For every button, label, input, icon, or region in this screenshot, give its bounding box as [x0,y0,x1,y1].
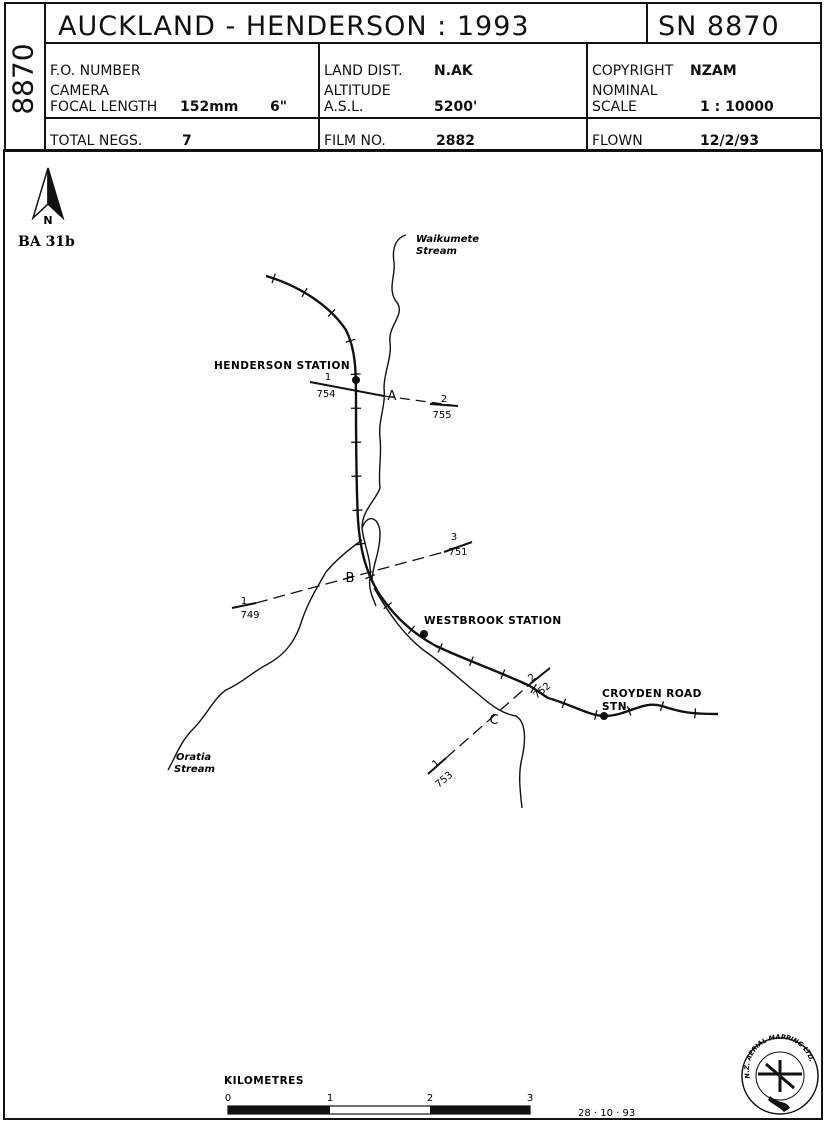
company-logo: N.Z. AERIAL MAPPING LTD. [741,1033,819,1115]
railway-tick [355,542,366,546]
oratia-label-2: Stream [174,764,215,775]
run-c-letter: C [489,713,498,728]
north-arrow-icon: N [31,167,65,227]
westbrook-station-marker [420,630,428,638]
scale-label: SCALE [592,99,637,115]
fo-number-label: F.O. NUMBER [50,63,141,79]
header-table: 8870 AUCKLAND - HENDERSON : 1993 SN 8870… [4,2,822,152]
divider [318,42,320,150]
total-negs-label: TOTAL NEGS. [50,133,143,149]
railway-tick [301,287,308,298]
waikumete-label-2: Stream [416,246,457,257]
sheet-number: SN 8870 [658,11,780,42]
railway-tick [383,602,392,610]
run-c-start-frame: 753 [434,770,456,791]
run-b-start-num: 1 [241,596,247,607]
film-no-value: 2882 [436,133,475,149]
map-frame [3,149,823,1120]
divider [586,42,588,150]
film-no-label: FILM NO. [324,133,386,149]
run-b-letter: B [346,571,355,586]
railway-tick [626,705,632,716]
croyden-station-label: CROYDEN ROAD [602,688,702,700]
run-b-end-frame: 751 [448,547,467,558]
copyright-label: COPYRIGHT [592,63,674,79]
copyright-value: NZAM [690,63,737,79]
oratia-stream [167,539,363,771]
railway-tick [468,656,474,667]
railway-tick [594,709,598,720]
railway-line [265,274,719,718]
flight-run-a: A 1 754 2 755 [309,372,459,421]
railway-tick [345,338,356,343]
sheet-reference: BA 31b [18,234,75,250]
scale-date: 28 · 10 · 93 [578,1108,635,1119]
westbrook-station-label: WESTBROOK STATION [424,615,562,627]
focal-length-inches: 6" [270,99,288,115]
railway-tick [407,625,416,635]
run-c-start-num: 1 [430,758,442,771]
railway-tick [365,574,375,580]
croyden-station-label-2: STN. [602,701,632,713]
railway-tick [437,643,443,653]
run-b-start-frame: 749 [240,610,259,621]
railway-ticks [271,273,697,720]
scale-value: 1 : 10000 [700,99,774,115]
focal-length-label: FOCAL LENGTH [50,99,158,115]
altitude-value: 5200' [434,99,478,115]
flown-value: 12/2/93 [700,133,759,149]
divider [44,4,46,150]
flown-label: FLOWN [592,133,643,149]
scale-tick-2: 2 [427,1093,433,1104]
run-a-start-frame: 754 [316,389,335,400]
focal-length-value: 152mm [180,99,239,115]
north-label: N [43,214,52,227]
scale-bar: KILOMETRES 0 1 2 3 28 · 10 · 93 [224,1075,635,1119]
railway-tick [561,698,567,709]
railway-tick [327,308,336,317]
divider [646,4,648,44]
altitude-label: ALTITUDE [324,83,391,99]
railway-tick [659,701,665,711]
run-a-start-num: 1 [325,372,331,383]
henderson-station-label: HENDERSON STATION [214,360,350,372]
railway-tick [271,273,276,284]
lower-stream [373,587,526,809]
henderson-station-marker [352,376,360,384]
scale-tick-1: 1 [327,1093,333,1104]
run-a-end-num: 2 [441,394,447,405]
stream-loop [361,517,381,581]
scale-bar-title: KILOMETRES [224,1075,304,1087]
scale-tick-3: 3 [527,1093,533,1104]
railway-tick [694,708,697,719]
scale-tick-0: 0 [225,1093,231,1104]
railway-tick [500,669,506,680]
land-dist-label: LAND DIST. [324,63,403,79]
flight-run-b: B 1 749 3 751 [231,532,473,621]
divider [44,42,820,44]
nominal-label: NOMINAL [592,83,658,99]
divider [44,117,820,119]
waikumete-label: Waikumete [416,234,479,245]
camera-label: CAMERA [50,83,110,99]
waikumete-stream [361,234,407,607]
run-a-letter: A [388,389,397,404]
asl-label: A.S.L. [324,99,364,115]
run-c-end-num: 2 [526,672,538,685]
croyden-station-marker [600,712,608,720]
railway-tick [530,683,537,693]
sheet-title: AUCKLAND - HENDERSON : 1993 [58,11,530,42]
oratia-label: Oratia [176,752,211,763]
total-negs-value: 7 [182,133,192,149]
run-a-end-frame: 755 [432,410,451,421]
run-b-end-num: 3 [451,532,457,543]
land-dist-value: N.AK [434,63,473,79]
